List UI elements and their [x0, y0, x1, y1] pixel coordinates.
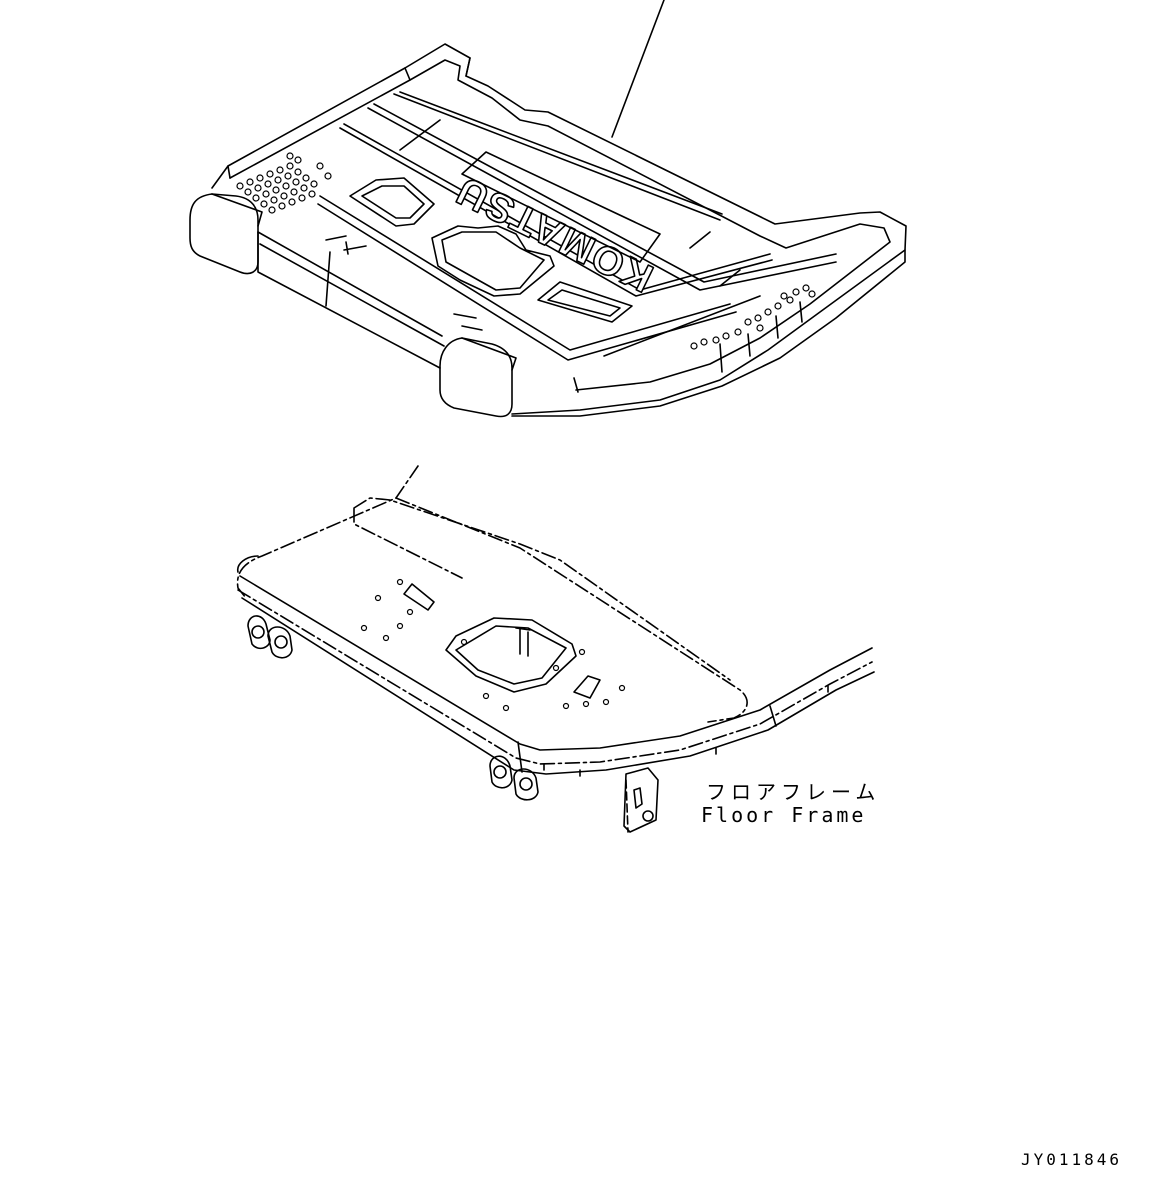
- mat-recess-triangle: [537, 281, 633, 323]
- frame-center-plate: [445, 617, 577, 693]
- drawing-code: JY011846: [1021, 1150, 1123, 1169]
- mat-groove-2: [393, 91, 723, 221]
- mat-groove-3: [339, 123, 773, 297]
- mat-fins: [719, 301, 803, 373]
- frame-corner: [517, 705, 777, 773]
- frame-slot-lower: [573, 675, 601, 699]
- frame-ticks: [543, 685, 829, 777]
- frame-slot-upper: [403, 583, 435, 611]
- frame-plate-side: [237, 589, 873, 765]
- part-name-en: Floor Frame: [701, 803, 867, 827]
- frame-holes: [360, 578, 626, 712]
- mat-hole-grid-right: [690, 284, 816, 350]
- frame-top-edge: [236, 465, 419, 599]
- mat-right-cap: [439, 337, 513, 418]
- mat-recess-upper: [349, 177, 435, 227]
- mat-logo: KOMATSU: [448, 166, 661, 301]
- mat-slot-left: [325, 235, 367, 255]
- mat-left-cap-top: [211, 193, 263, 227]
- frame-center-post: [515, 627, 531, 657]
- frame-plate-side-2: [241, 597, 875, 775]
- mat-seam: [325, 251, 331, 307]
- mat-right-cap-top: [461, 337, 517, 371]
- mat-groove-1: [367, 103, 837, 291]
- mat-groove-5: [399, 119, 741, 287]
- frame-lugs-lower: [489, 755, 539, 801]
- mat-outline: [211, 43, 907, 415]
- komatsu-logo-text: KOMATSU: [449, 167, 660, 300]
- mat-hole-grid-left: [236, 152, 332, 214]
- frame-inner-edge: [395, 497, 748, 723]
- frame-lugs-left: [247, 615, 293, 659]
- mat-recess-center: [431, 225, 555, 297]
- mat-groove-4: [317, 195, 737, 361]
- mat-side: [257, 231, 445, 347]
- floor-frame: [236, 465, 875, 833]
- mat-slot-right: [453, 313, 483, 331]
- mat-left-cap: [189, 193, 259, 275]
- frame-window-outline: [353, 497, 731, 681]
- leader-line: [611, 0, 665, 138]
- mat-ledge: [227, 57, 471, 179]
- mat-front-groove: [573, 295, 761, 393]
- mat-rim: [229, 59, 891, 391]
- floor-mat: KOMATSU: [189, 0, 907, 418]
- frame-bracket: [623, 767, 659, 833]
- part-name-jp: フロアフレーム: [706, 780, 881, 804]
- mat-logo-frame: [461, 151, 661, 263]
- frame-plate: [236, 555, 873, 751]
